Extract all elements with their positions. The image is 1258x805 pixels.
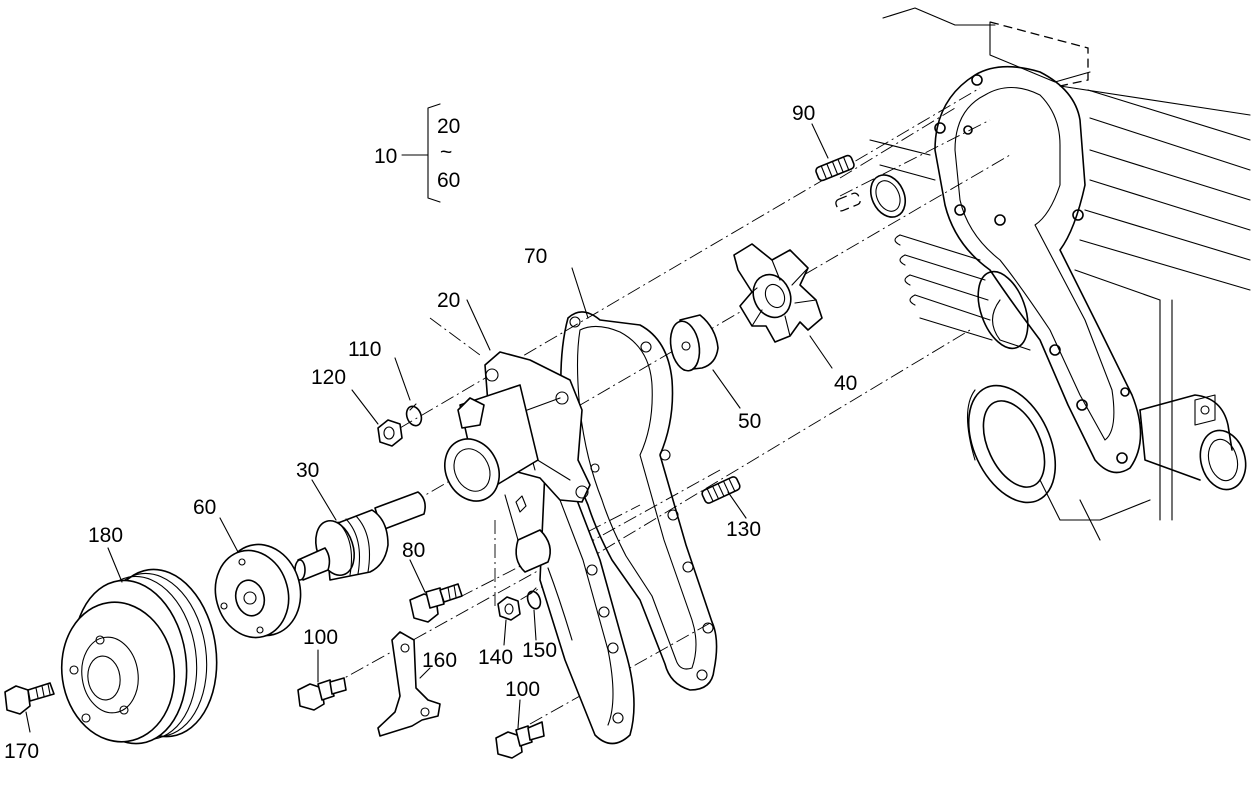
leader-lines [25, 123, 833, 733]
part-170-bolt [4, 682, 55, 715]
callout-160: 160 [422, 649, 457, 672]
part-180-pulley [60, 568, 218, 745]
assembly-centerlines [244, 87, 1011, 725]
part-20-pump-body [444, 351, 635, 745]
part-80-bolt [409, 583, 463, 623]
kit-bracket [401, 103, 441, 203]
callout-70: 70 [524, 245, 547, 268]
callout-20: 20 [437, 289, 460, 312]
callout-labels: 10 20 ~ 60 90 70 20 110 120 30 60 180 17… [4, 102, 857, 763]
part-50-seal [669, 314, 719, 372]
callout-50: 50 [738, 410, 761, 433]
part-30-bearing-shaft [294, 491, 426, 581]
callout-100-bottom: 100 [505, 678, 540, 701]
callout-130: 130 [726, 518, 761, 541]
callout-170: 170 [4, 740, 39, 763]
callout-140: 140 [478, 646, 513, 669]
kit-range-to-label: 60 [437, 169, 460, 192]
callout-120: 120 [311, 366, 346, 389]
part-100-bolt-bottom [495, 721, 545, 759]
kit-number-label: 10 [374, 145, 397, 168]
callout-80: 80 [402, 539, 425, 562]
callout-180: 180 [88, 524, 123, 547]
callout-110: 110 [348, 338, 381, 361]
part-140-nut [497, 596, 521, 621]
part-120-nut [377, 419, 403, 447]
part-40-impeller [733, 243, 823, 343]
part-110-washer [405, 403, 423, 427]
callout-150: 150 [522, 639, 557, 662]
part-90-stud [815, 154, 855, 182]
callout-40: 40 [834, 372, 857, 395]
callout-100-left: 100 [303, 626, 338, 649]
engine-block [835, 7, 1251, 541]
part-160-bracket [377, 631, 441, 737]
part-100-bolt-left [297, 677, 347, 711]
part-130-stud [701, 476, 741, 504]
callout-30: 30 [296, 459, 319, 482]
part-60-hub-flange [214, 543, 302, 639]
callout-60: 60 [193, 496, 216, 519]
callout-90: 90 [792, 102, 815, 125]
part-150-washer [526, 587, 542, 610]
kit-range-separator: ~ [440, 141, 452, 164]
kit-range-from-label: 20 [437, 115, 460, 138]
